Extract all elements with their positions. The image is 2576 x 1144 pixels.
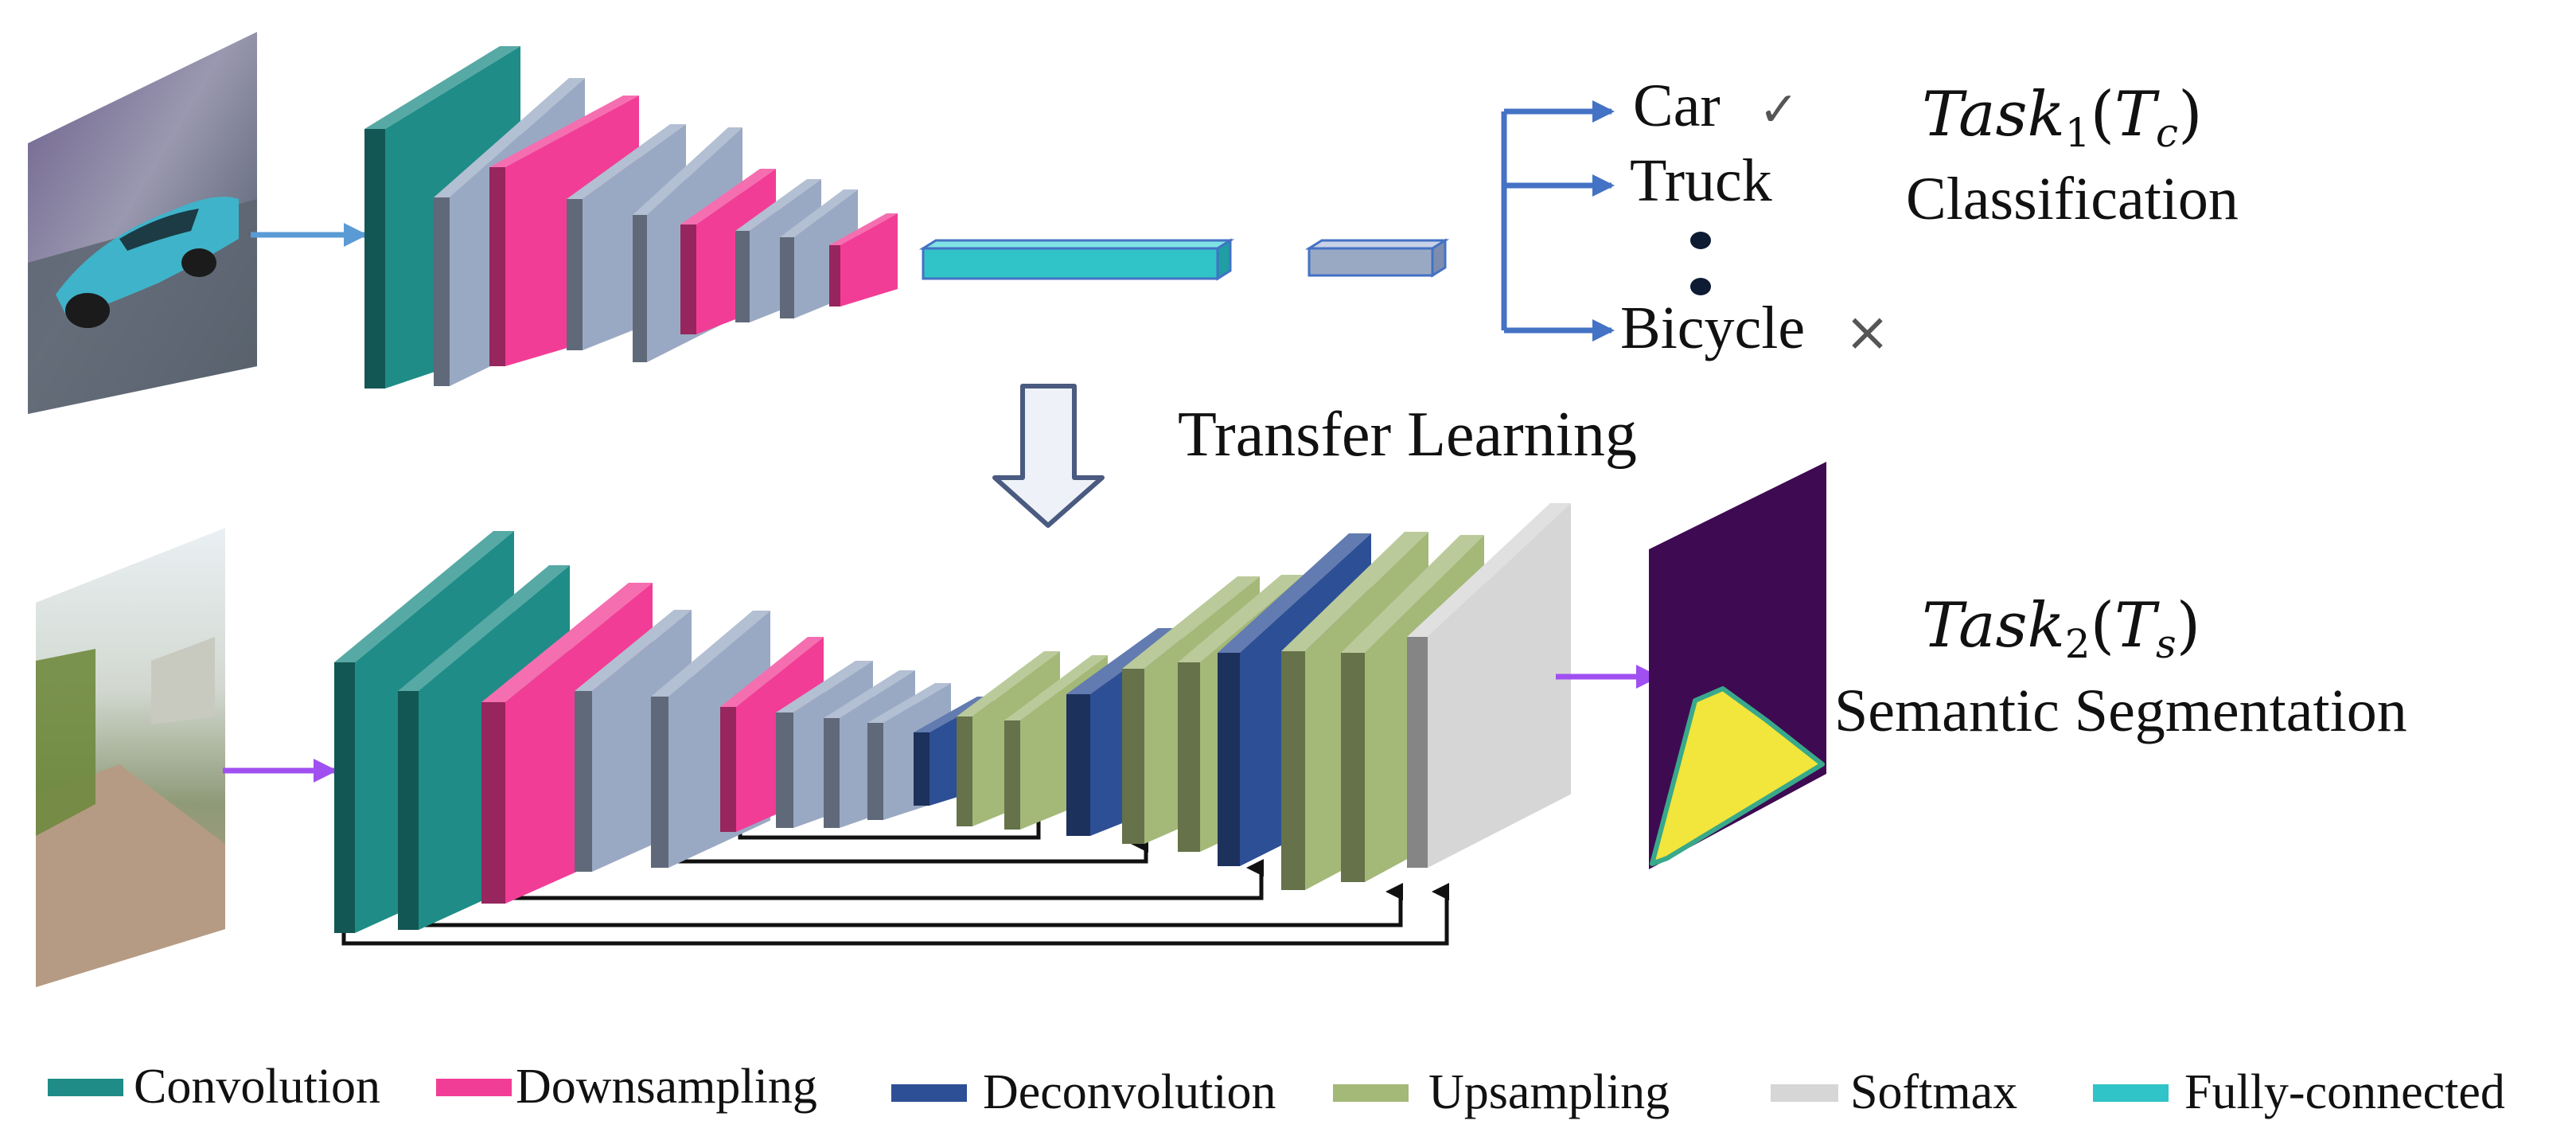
class-label-truck: Truck <box>1630 147 1772 214</box>
class-label-car: Car <box>1633 72 1721 139</box>
segmentation-network <box>334 503 1571 933</box>
encoder-layer-down-9 <box>829 213 898 306</box>
legend-swatch-softmax <box>1771 1084 1838 1102</box>
task1-description: Classification <box>1906 166 2239 232</box>
class-branch <box>1501 100 1615 342</box>
legend-swatch-upsampling <box>1333 1084 1409 1102</box>
class-label-bicycle: Bicycle <box>1620 295 1805 361</box>
legend-item-fully-connected: Fully-connected <box>2093 1065 2505 1119</box>
input-image-car <box>28 32 257 414</box>
legend-item-convolution: Convolution <box>48 1060 380 1114</box>
task2-description: Semantic Segmentation <box>1834 677 2407 744</box>
legend-label-downsampling: Downsampling <box>516 1060 817 1114</box>
task1-title: Task1(Tc) <box>1922 79 2203 156</box>
skip-connection-arrow-3 <box>507 859 1264 900</box>
classification-network <box>364 46 898 388</box>
ellipsis-dot-2 <box>1690 278 1711 295</box>
legend-item-softmax: Softmax <box>1771 1065 2017 1119</box>
legend-swatch-downsampling <box>436 1079 512 1096</box>
legend-item-downsampling: Downsampling <box>436 1060 817 1114</box>
legend-label-upsampling: Upsampling <box>1428 1065 1670 1119</box>
legend-swatch-fully-connected <box>2093 1084 2169 1102</box>
fully-connected-layer-1 <box>918 238 1235 281</box>
legend-label-convolution: Convolution <box>134 1060 380 1114</box>
ellipsis-dot-1 <box>1690 232 1711 249</box>
legend-swatch-convolution <box>48 1079 123 1096</box>
output-segmentation-map <box>1649 462 1826 869</box>
input-image-street <box>36 528 225 987</box>
transfer-arrow-icon <box>992 384 1105 528</box>
legend-item-upsampling: Upsampling <box>1333 1065 1670 1119</box>
legend-label-softmax: Softmax <box>1850 1065 2017 1119</box>
task2-title: Task2(Ts) <box>1922 590 2200 667</box>
legend-label-fully-connected: Fully-connected <box>2184 1065 2505 1119</box>
legend-swatch-deconvolution <box>891 1084 967 1102</box>
legend-label-deconvolution: Deconvolution <box>983 1065 1276 1119</box>
transfer-learning-label: Transfer Learning <box>1178 400 1637 470</box>
check-mark-icon: ✓ <box>1759 82 1799 138</box>
legend-item-deconvolution: Deconvolution <box>891 1065 1276 1119</box>
fully-connected-layer-2 <box>1304 238 1450 278</box>
legend: Convolution Downsampling Deconvolution U… <box>48 1060 2505 1119</box>
cross-mark-icon: × <box>1845 301 1890 364</box>
segmentation-layer-softmax-19 <box>1407 503 1571 868</box>
